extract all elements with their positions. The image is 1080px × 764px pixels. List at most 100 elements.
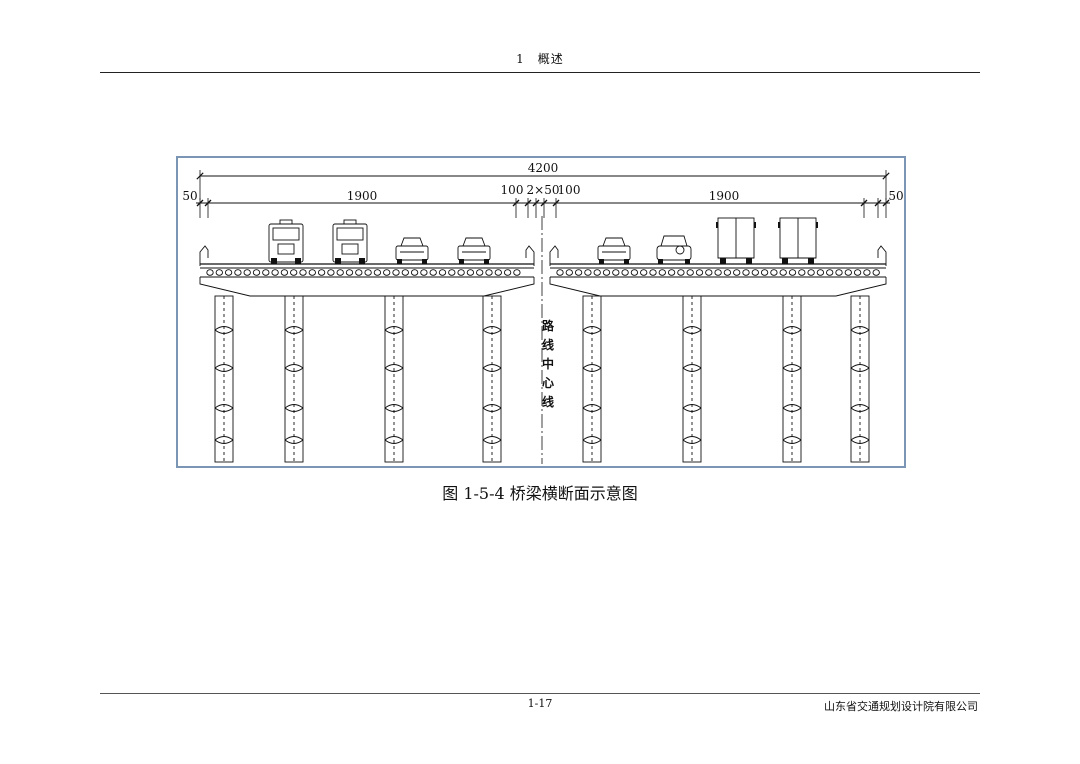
- truck: [778, 217, 818, 264]
- bus: [268, 219, 304, 264]
- dim-median-right: 100: [558, 183, 581, 197]
- slab-void: [410, 269, 419, 276]
- slab-void: [621, 269, 629, 276]
- slab-void: [872, 269, 880, 276]
- slab-void: [215, 269, 223, 276]
- pier-joint: [482, 367, 502, 372]
- slab-void: [234, 269, 242, 276]
- slab-void: [658, 269, 666, 276]
- slab-void: [695, 269, 704, 276]
- bus: [332, 219, 368, 264]
- slab-void: [844, 269, 852, 276]
- slab-void: [457, 269, 465, 276]
- slab-void: [262, 269, 270, 276]
- pier-joint: [384, 367, 404, 372]
- slab-void: [364, 269, 372, 276]
- centerline-char: 线: [542, 394, 554, 409]
- pier-joint: [214, 367, 234, 372]
- slab-void: [788, 269, 797, 276]
- parapet: [525, 245, 535, 266]
- car-cabin: [462, 237, 486, 247]
- truck-wheel: [808, 258, 814, 264]
- slab-void: [336, 269, 344, 276]
- pier-joint: [782, 436, 802, 441]
- pier-joint: [850, 439, 870, 444]
- right-bridge-deck: [549, 245, 887, 297]
- dim-right-edge: 50: [888, 189, 903, 203]
- slab-void: [835, 269, 843, 276]
- total-dimension: 4200: [196, 161, 890, 200]
- vehicles: [268, 217, 818, 264]
- slab-void: [779, 269, 787, 276]
- car-wheel: [397, 259, 402, 264]
- car-wheel: [484, 259, 489, 264]
- pier-joint: [850, 367, 870, 372]
- slab-void: [355, 269, 363, 276]
- pier: [482, 295, 502, 463]
- car-wheel: [459, 259, 464, 264]
- pier-joint: [682, 364, 702, 369]
- slab-void: [630, 269, 639, 276]
- pier-joint: [284, 367, 304, 372]
- suv-cabin: [660, 235, 688, 247]
- suv: [656, 235, 692, 264]
- car-cabin: [602, 237, 626, 247]
- cap-beam: [199, 277, 535, 297]
- pier: [850, 295, 870, 463]
- slab-void: [299, 269, 307, 276]
- pier-joint: [214, 439, 234, 444]
- slab-void: [714, 269, 722, 276]
- slab-void: [438, 269, 447, 276]
- slab-void: [476, 269, 484, 276]
- slab-void: [667, 269, 676, 276]
- slab-void: [705, 269, 713, 276]
- pier-joint: [782, 364, 802, 369]
- slab-void: [640, 269, 648, 276]
- bus-wheel: [335, 258, 341, 264]
- truck-wheel: [782, 258, 788, 264]
- slab-void: [327, 269, 335, 276]
- slab-void: [317, 269, 326, 276]
- pier: [384, 295, 404, 463]
- truck-wheel: [746, 258, 752, 264]
- slab-void: [485, 269, 493, 276]
- pier: [582, 295, 602, 463]
- dim-total: 4200: [528, 161, 559, 175]
- slab-void: [760, 269, 769, 276]
- bridge-cross-section-figure: 4200 50: [176, 156, 906, 468]
- car-cabin: [400, 237, 424, 247]
- pier-joint: [582, 364, 602, 369]
- pier: [682, 295, 702, 463]
- dim-left-carriageway: 1900: [347, 189, 378, 203]
- pier: [214, 295, 234, 463]
- truck: [716, 217, 756, 264]
- pier-joint: [850, 436, 870, 441]
- cap-beam: [549, 277, 887, 297]
- pier-joint: [384, 436, 404, 441]
- slab-void: [733, 269, 741, 276]
- slab-void: [686, 269, 694, 276]
- pier-joint: [682, 439, 702, 444]
- slab-void: [401, 269, 409, 276]
- bus-windshield: [336, 227, 364, 241]
- slab-void: [826, 269, 834, 276]
- slab-void: [448, 269, 456, 276]
- footer-rule: [100, 693, 980, 694]
- bridge-drawing: 4200 50: [182, 161, 904, 464]
- centerline-label: 路 线 中 心 线: [542, 318, 555, 409]
- slab-void: [593, 269, 601, 276]
- slab-void: [429, 269, 437, 276]
- bus-body: [332, 223, 368, 263]
- pier-joint: [682, 436, 702, 441]
- pier-joint: [582, 436, 602, 441]
- slab-void: [723, 269, 732, 276]
- truck-mirror: [716, 222, 718, 228]
- car-wheel: [422, 259, 427, 264]
- slab-void: [798, 269, 806, 276]
- slab-void: [770, 269, 778, 276]
- pier-joint: [284, 364, 304, 369]
- slab-void: [345, 269, 354, 276]
- car: [395, 237, 429, 264]
- header-rule: [100, 72, 980, 73]
- bus-wheel: [295, 258, 301, 264]
